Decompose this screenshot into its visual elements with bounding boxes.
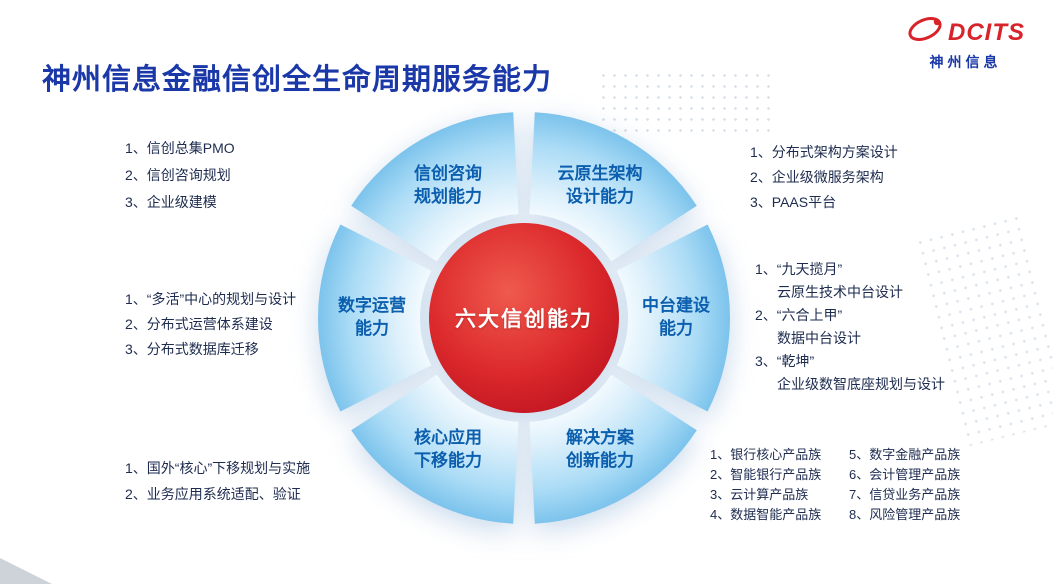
- list-item-sub: 企业级数智底座规划与设计: [777, 376, 945, 392]
- wheel-center-circle: [429, 223, 619, 413]
- list-item: 1、信创总集PMO: [125, 140, 235, 156]
- wheel-segment-label-core-app: 核心应用 下移能力: [414, 428, 482, 470]
- list-item-sub: 云原生技术中台设计: [777, 284, 903, 300]
- dcits-logo-icon: [906, 14, 944, 51]
- page-title: 神州信息金融信创全生命周期服务能力: [42, 64, 553, 96]
- list-item: 1、银行核心产品族: [710, 447, 822, 462]
- list-item: 1、分布式架构方案设计: [750, 144, 898, 160]
- solution-items-col1: 1、银行核心产品族 2、智能银行产品族 3、云计算产品族 4、数据智能产品族: [710, 445, 837, 525]
- list-item: 4、数据智能产品族: [710, 507, 822, 522]
- list-item: 1、“九天揽月”: [755, 261, 843, 277]
- list-item: 8、风险管理产品族: [849, 507, 961, 522]
- list-consulting-items: 1、信创总集PMO 2、信创咨询规划 3、企业级建模: [125, 135, 235, 216]
- list-core-app-items: 1、国外“核心”下移规划与实施 2、业务应用系统适配、验证: [125, 455, 310, 507]
- wheel-ring-segments: [317, 112, 731, 524]
- wheel-segment-label-consulting: 信创咨询 规划能力: [414, 164, 482, 206]
- list-item: 3、云计算产品族: [710, 487, 809, 502]
- list-item: 2、业务应用系统适配、验证: [125, 486, 301, 502]
- wheel-center-label: 六大信创能力: [455, 308, 593, 331]
- wheel-segment-label-digital-ops: 数字运营 能力: [338, 296, 406, 338]
- wheel-segment-label-middle-platform: 中台建设 能力: [642, 296, 710, 338]
- solution-items-col2: 5、数字金融产品族 6、会计管理产品族 7、信贷业务产品族 8、风险管理产品族: [849, 445, 976, 525]
- dot-pattern-top: [598, 70, 778, 134]
- logo-company-text: 神州信息: [929, 54, 1002, 70]
- list-item: 1、国外“核心”下移规划与实施: [125, 460, 311, 476]
- list-item: 2、分布式运营体系建设: [125, 316, 273, 332]
- list-cloud-native-items: 1、分布式架构方案设计 2、企业级微服务架构 3、PAAS平台: [750, 140, 898, 215]
- dcits-logo: DCITS 神州信息: [906, 14, 1025, 72]
- list-item: 5、数字金融产品族: [849, 447, 961, 462]
- list-item: 2、“六合上甲”: [755, 307, 843, 323]
- list-item: 7、信贷业务产品族: [849, 487, 961, 502]
- list-item: 1、“多活”中心的规划与设计: [125, 291, 297, 307]
- list-item: 3、“乾坤”: [755, 353, 815, 369]
- wheel-segment-label-solution: 解决方案 创新能力: [566, 428, 634, 470]
- list-middle-platform-items: 1、“九天揽月” 云原生技术中台设计 2、“六合上甲” 数据中台设计 3、“乾坤…: [755, 258, 945, 396]
- list-item-sub: 数据中台设计: [777, 330, 861, 346]
- list-item: 3、企业级建模: [125, 194, 217, 210]
- list-solution-items: 1、银行核心产品族 2、智能银行产品族 3、云计算产品族 4、数据智能产品族 5…: [710, 445, 976, 525]
- wheel-segment-label-cloud-native: 云原生架构 设计能力: [557, 164, 643, 206]
- list-digital-ops-items: 1、“多活”中心的规划与设计 2、分布式运营体系建设 3、分布式数据库迁移: [125, 287, 296, 362]
- list-item: 3、PAAS平台: [750, 194, 837, 210]
- list-item: 2、企业级微服务架构: [750, 169, 884, 185]
- corner-accent-shape: [0, 558, 52, 584]
- list-item: 3、分布式数据库迁移: [125, 341, 259, 357]
- list-item: 6、会计管理产品族: [849, 467, 961, 482]
- list-item: 2、信创咨询规划: [125, 167, 231, 183]
- logo-brand-text: DCITS: [948, 18, 1025, 46]
- capability-wheel: [317, 112, 731, 524]
- list-item: 2、智能银行产品族: [710, 467, 822, 482]
